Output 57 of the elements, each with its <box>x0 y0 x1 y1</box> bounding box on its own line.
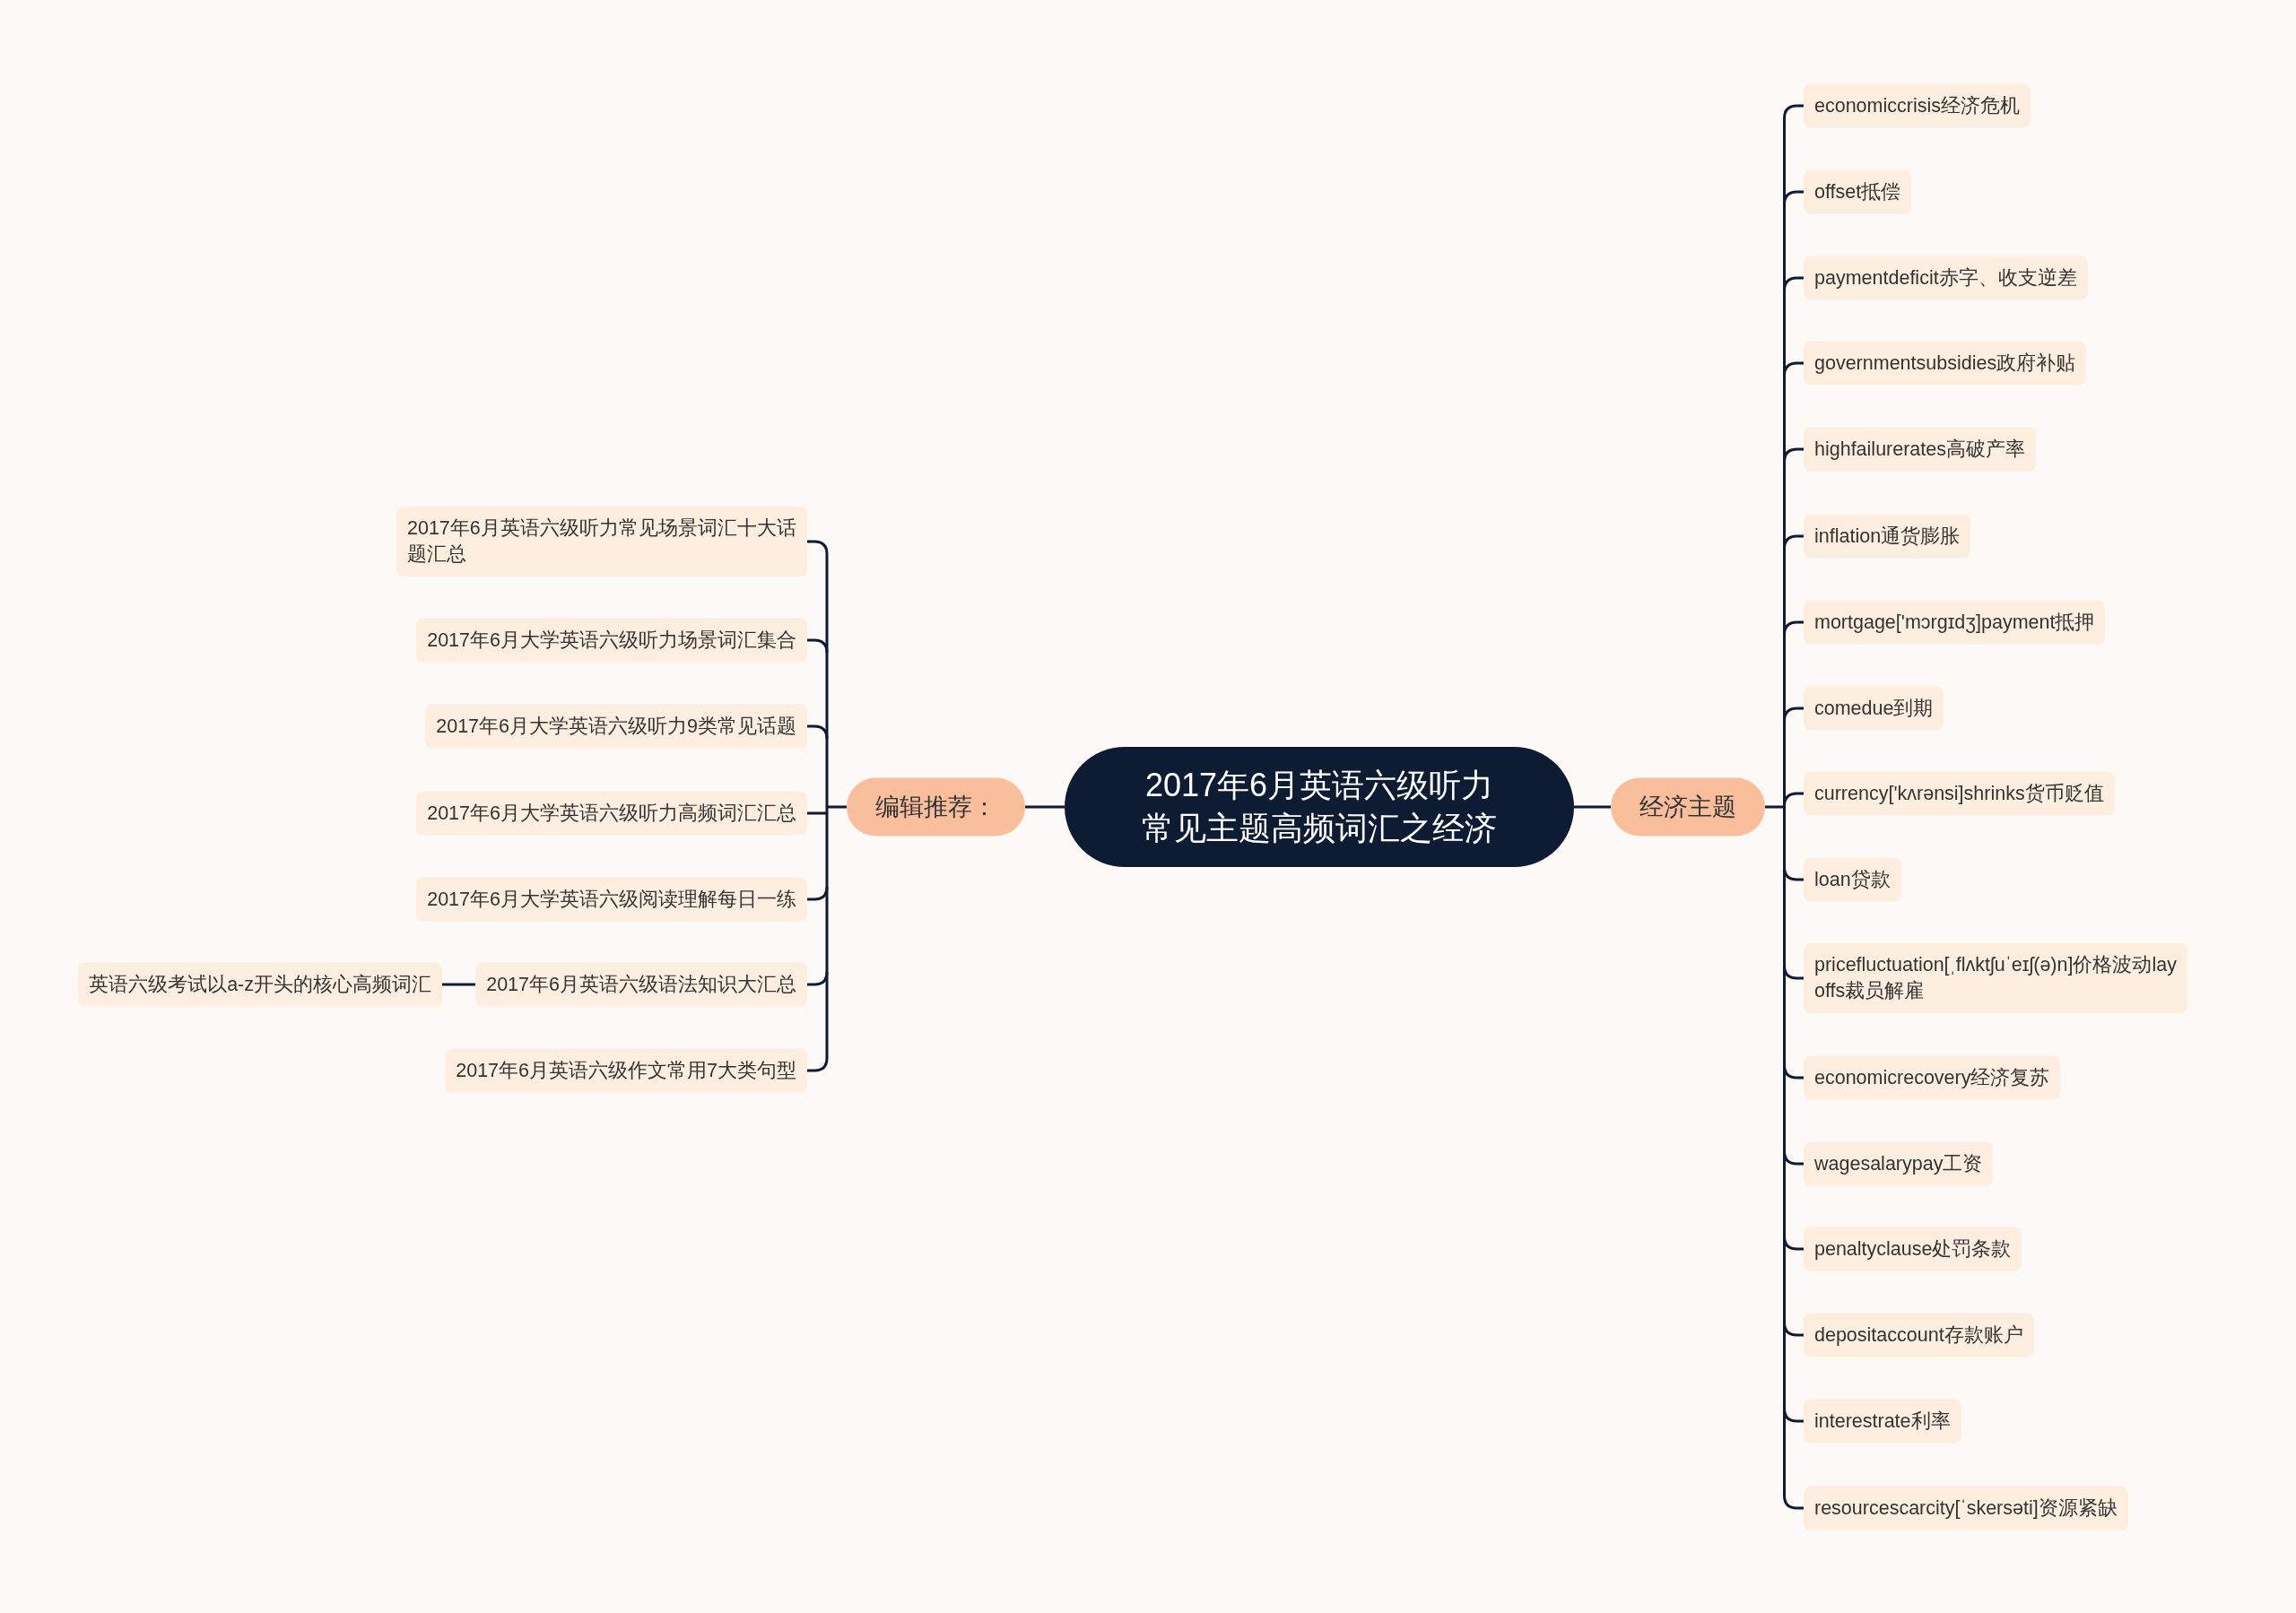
connector-line <box>1783 620 1804 636</box>
subtopic-box: offset抵偿 <box>1804 169 1912 214</box>
branch-topic: 经济主题 <box>1611 777 1765 837</box>
subtopic-box: 英语六级考试以a-z开头的核心高频词汇 <box>78 962 442 1007</box>
connector-line <box>1783 361 1804 377</box>
subtopic-box: highfailurerates高破产率 <box>1804 427 2036 472</box>
central-topic: 2017年6月英语六级听力常见主题高频词汇之经济 <box>1065 747 1574 867</box>
connector-line <box>1783 965 1804 980</box>
subtopic-box: pricefluctuation[ˌflʌktʃuˈeɪʃ(ə)n]价格波动layoffs裁员解雇 <box>1804 943 2187 1013</box>
subtopic-box: economicrecovery经济复苏 <box>1804 1055 2061 1100</box>
connector-line <box>807 540 829 555</box>
subtopic-box: loan贷款 <box>1804 857 1901 902</box>
connector-line <box>1783 707 1804 722</box>
connector-line <box>807 724 829 740</box>
connector-line <box>1783 276 1804 291</box>
subtopic-box: penaltyclause处罚条款 <box>1804 1227 2022 1271</box>
connector-line <box>1783 1495 1804 1510</box>
subtopic-box: 2017年6月大学英语六级阅读理解每日一练 <box>416 877 807 922</box>
connector-line <box>1783 104 1804 119</box>
subtopic-box: wagesalarypay工资 <box>1804 1141 1994 1186</box>
connector-line <box>1783 190 1804 205</box>
connector-line <box>825 552 848 1060</box>
branch-topic: 编辑推荐： <box>847 777 1025 837</box>
connector-line <box>807 971 829 986</box>
subtopic-box: comedue到期 <box>1804 686 1944 731</box>
connector-line <box>1783 1064 1804 1080</box>
connector-line <box>1025 805 1065 809</box>
connector-line <box>1783 534 1804 550</box>
subtopic-box: currency['kʌrənsi]shrinks货币贬值 <box>1804 771 2115 816</box>
connector-line <box>1783 1150 1804 1166</box>
connector-line <box>807 1057 829 1072</box>
connector-line <box>807 811 827 815</box>
subtopic-box: 2017年6月大学英语六级听力9类常见话题 <box>425 704 807 749</box>
subtopic-box: 2017年6月英语六级作文常用7大类句型 <box>445 1048 807 1093</box>
subtopic-box: economiccrisis经济危机 <box>1804 83 2031 128</box>
subtopic-box: 2017年6月英语六级语法知识大汇总 <box>475 962 807 1007</box>
connector-line <box>807 638 829 654</box>
subtopic-box: paymentdeficit赤字、收支逆差 <box>1804 256 2088 300</box>
subtopic-box: interestrate利率 <box>1804 1399 1961 1444</box>
subtopic-box: 2017年6月大学英语六级听力高频词汇汇总 <box>416 791 807 836</box>
connector-line <box>1783 866 1804 881</box>
connector-line <box>1783 1236 1804 1251</box>
connector-line <box>1783 1408 1804 1423</box>
subtopic-box: mortgage['mɔrgɪdʒ]payment抵押 <box>1804 600 2106 645</box>
subtopic-box: governmentsubsidies政府补贴 <box>1804 341 2087 386</box>
subtopic-box: 2017年6月大学英语六级听力场景词汇集合 <box>416 618 807 663</box>
connector-line <box>442 983 476 986</box>
subtopic-box: inflation通货膨胀 <box>1804 514 1971 559</box>
connector-line <box>1783 1322 1804 1337</box>
connector-line <box>807 886 829 901</box>
connector-line <box>1763 117 1786 1497</box>
subtopic-box: resourcescarcity[ˈskersəti]资源紧缺 <box>1804 1486 2128 1531</box>
connector-line <box>1783 447 1804 463</box>
subtopic-box: depositaccount存款账户 <box>1804 1313 2034 1357</box>
connector-line <box>1574 805 1611 809</box>
connector-line <box>1783 792 1804 807</box>
subtopic-box: 2017年6月英语六级听力常见场景词汇十大话题汇总 <box>396 507 807 577</box>
